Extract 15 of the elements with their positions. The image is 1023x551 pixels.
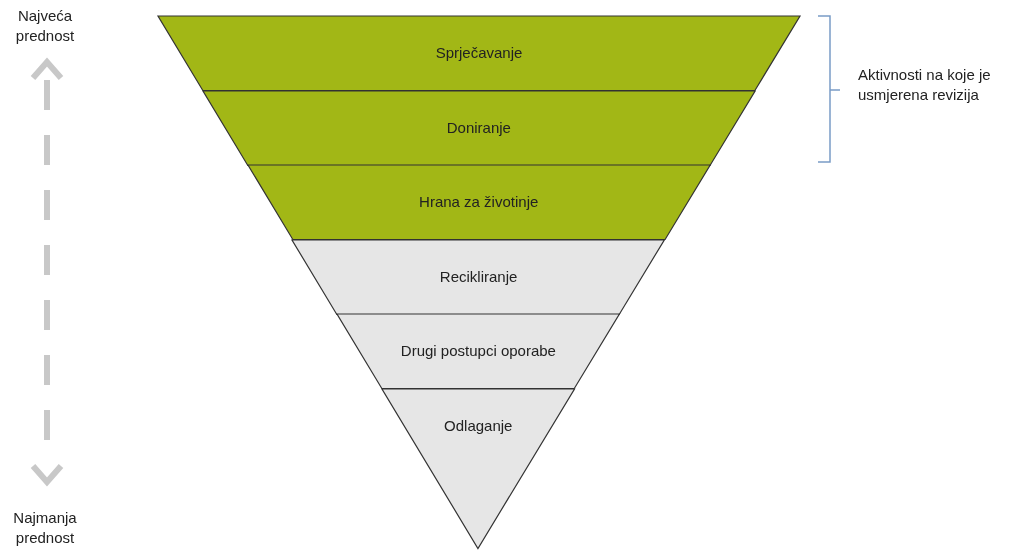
tier-label: Sprječavanje — [434, 44, 524, 62]
pyramid-tier — [292, 239, 665, 314]
pyramid-tier — [382, 388, 575, 548]
pyramid-tier — [337, 314, 620, 389]
note-text: Najmanja prednost — [12, 508, 78, 548]
pyramid-tier — [202, 90, 755, 165]
pyramid-tier — [158, 16, 800, 91]
note-text: Najveća prednost — [14, 6, 76, 46]
pyramid-tier — [247, 165, 710, 240]
tier-label: Recikliranje — [438, 267, 519, 285]
tier-label: Hrana za životinje — [418, 193, 540, 211]
tier-label: Drugi postupci oporabe — [399, 342, 557, 360]
tier-label: Doniranje — [445, 118, 512, 136]
note-text: Aktivnosti na koje je usmjerena revizija — [858, 65, 992, 105]
tier-label: Odlaganje — [443, 416, 514, 434]
